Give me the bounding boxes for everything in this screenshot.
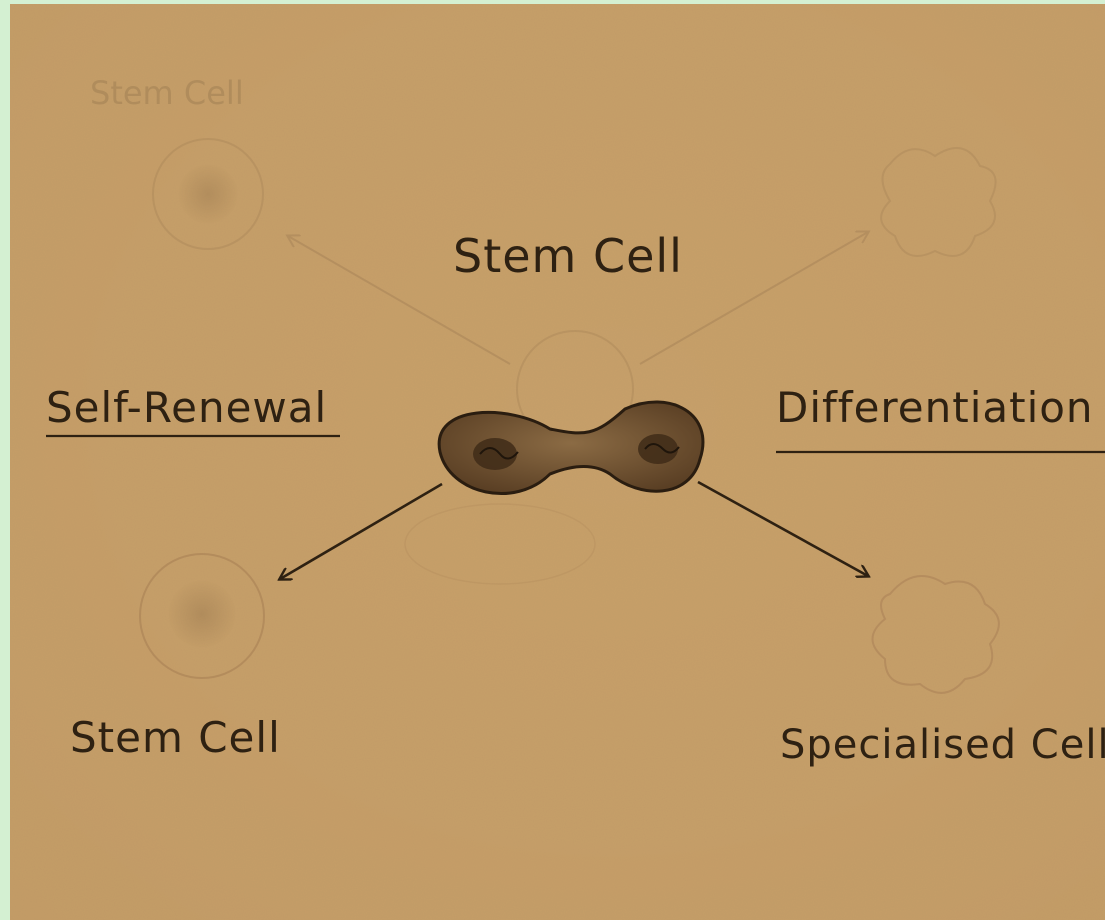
faint-top-left-label: Stem Cell bbox=[90, 74, 244, 112]
specialised-cell-label: Specialised Cell bbox=[780, 722, 1105, 768]
faint-nucleus-top-left bbox=[178, 164, 238, 224]
stem-cell-nucleus bbox=[168, 580, 236, 648]
stem-cell-diagram: Stem Cell Stem Cell Self-Renewal Differe… bbox=[10, 4, 1105, 920]
nucleus-right bbox=[638, 434, 678, 464]
nucleus-left bbox=[473, 438, 517, 470]
self-renewal-label: Self-Renewal bbox=[46, 383, 327, 432]
bottom-left-stem-cell-label: Stem Cell bbox=[70, 713, 281, 762]
differentiation-label: Differentiation bbox=[776, 383, 1094, 432]
center-stem-cell-label: Stem Cell bbox=[453, 229, 683, 283]
diagram-canvas: Stem Cell Stem Cell Self-Renewal Differe… bbox=[10, 4, 1105, 920]
